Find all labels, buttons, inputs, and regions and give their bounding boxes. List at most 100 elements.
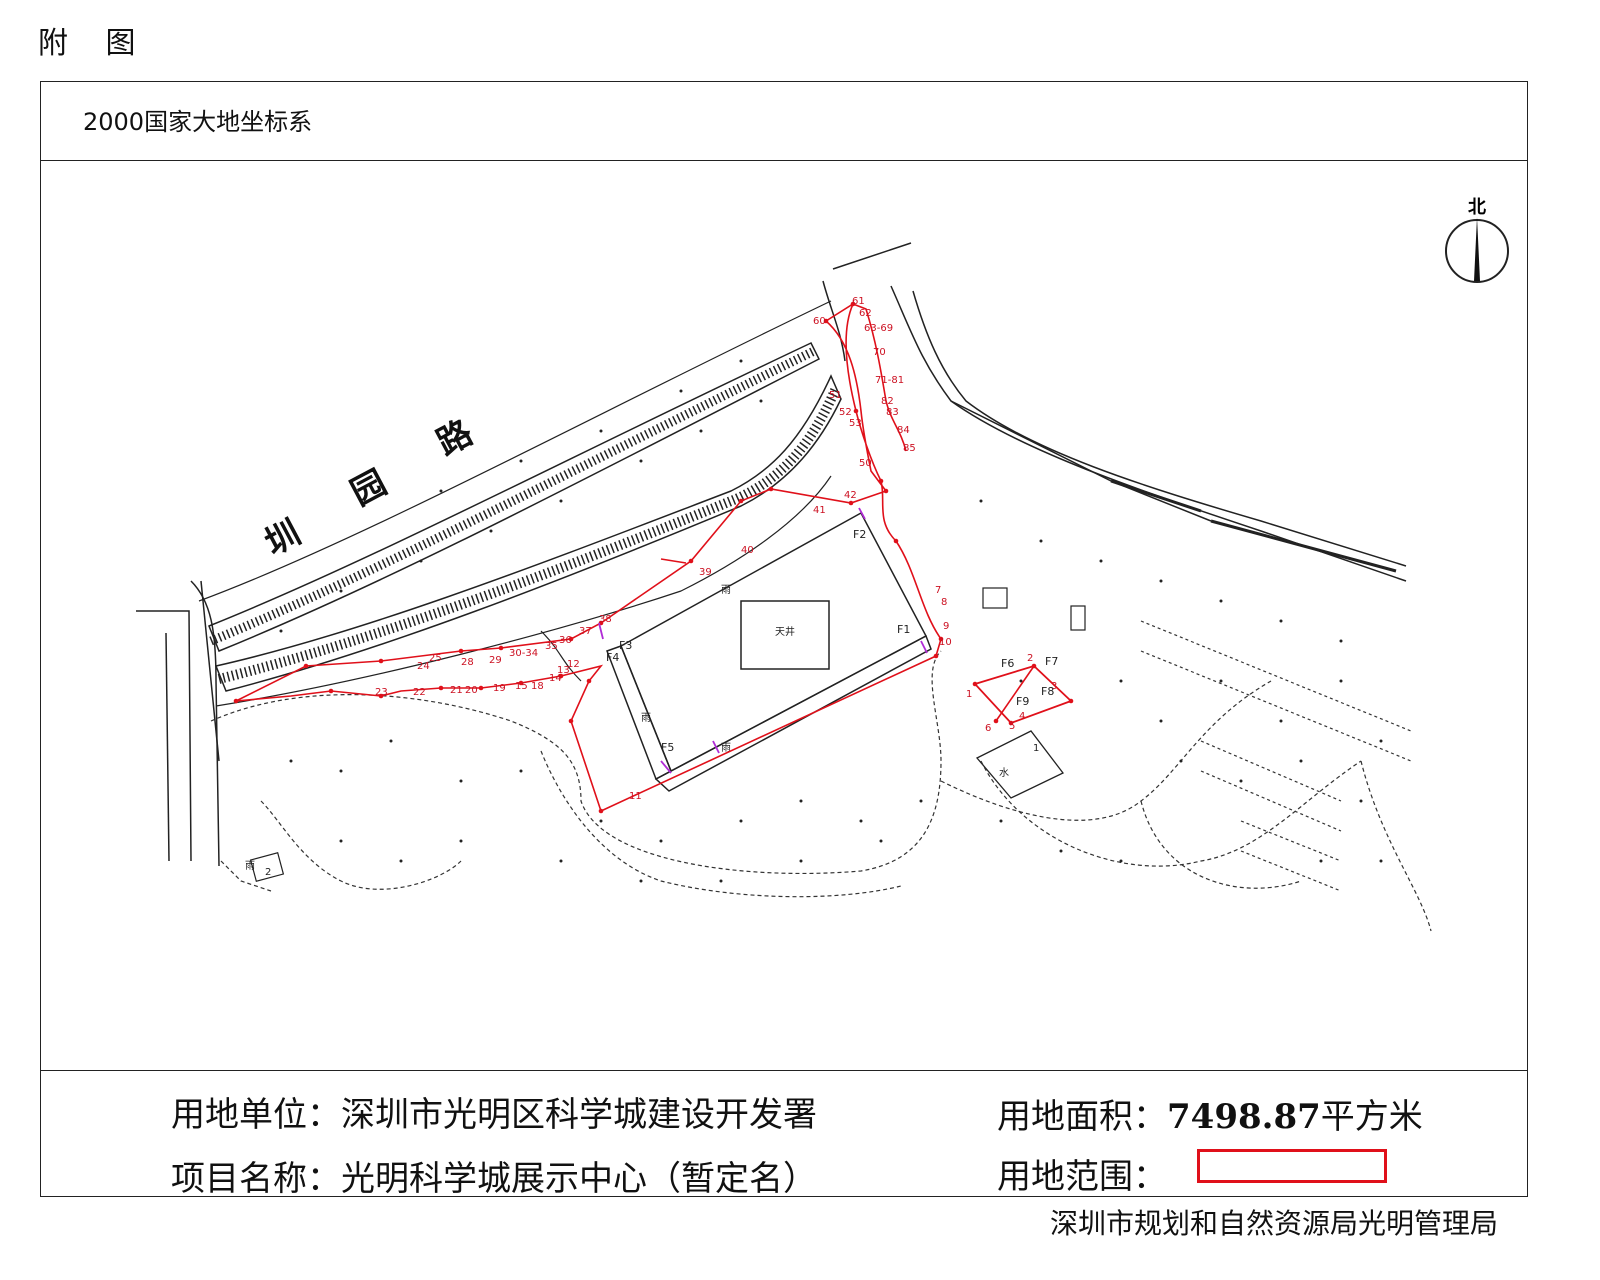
svg-text:50: 50 — [859, 458, 872, 469]
svg-text:39: 39 — [699, 567, 712, 578]
svg-text:3: 3 — [1051, 681, 1057, 692]
svg-text:2: 2 — [1027, 653, 1033, 664]
svg-text:水: 水 — [999, 767, 1009, 779]
svg-text:24: 24 — [417, 661, 430, 672]
svg-text:F9: F9 — [1016, 695, 1029, 708]
tree-symbols — [279, 359, 1383, 883]
svg-text:53: 53 — [849, 418, 862, 429]
svg-text:41: 41 — [813, 505, 826, 516]
svg-text:70: 70 — [873, 347, 886, 358]
svg-text:37: 37 — [579, 626, 592, 637]
svg-text:61: 61 — [852, 296, 865, 307]
svg-text:85: 85 — [903, 443, 916, 454]
svg-text:10: 10 — [939, 637, 952, 648]
project-name-label: 项目名称：光明科学城展示中心（暂定名） — [171, 1159, 817, 1199]
svg-text:6: 6 — [985, 723, 991, 734]
svg-text:F5: F5 — [661, 741, 674, 754]
svg-text:20: 20 — [465, 685, 478, 696]
site-plan-map: 北 — [136, 197, 1509, 932]
coordinate-system-row: 2000国家大地坐标系 — [41, 82, 1527, 161]
land-range-label: 用地范围： — [997, 1157, 1167, 1197]
svg-text:63-69: 63-69 — [864, 323, 893, 334]
svg-text:38: 38 — [599, 614, 612, 625]
issuing-authority: 深圳市规划和自然资源局光明管理局 — [1049, 1207, 1498, 1240]
coordinate-system-label: 2000国家大地坐标系 — [83, 108, 313, 136]
south-paths — [210, 650, 1432, 932]
boundary-legend-swatch — [1197, 1149, 1387, 1183]
svg-text:15: 15 — [515, 681, 528, 692]
svg-text:路: 路 — [430, 412, 480, 464]
svg-text:25: 25 — [429, 653, 442, 664]
svg-text:天井: 天井 — [775, 625, 795, 638]
land-area-unit: 平方米 — [1320, 1097, 1423, 1137]
svg-text:雨: 雨 — [641, 713, 651, 724]
highway-lines — [822, 242, 1407, 582]
svg-text:14: 14 — [549, 673, 562, 684]
svg-text:62: 62 — [859, 308, 872, 319]
svg-text:7: 7 — [935, 585, 941, 596]
svg-text:42: 42 — [844, 490, 857, 501]
svg-text:51: 51 — [829, 390, 842, 401]
road-ramp-upper — [208, 342, 821, 652]
north-label: 北 — [1468, 197, 1486, 218]
svg-text:18: 18 — [531, 681, 544, 692]
svg-text:1: 1 — [1033, 743, 1039, 754]
svg-text:71-81: 71-81 — [875, 375, 904, 386]
svg-text:4: 4 — [1019, 711, 1025, 722]
west-road — [136, 580, 220, 867]
boundary-point-labels: 60 61 62 63-69 70 71-81 82 83 84 85 51 5… — [375, 296, 1057, 802]
svg-text:21: 21 — [450, 685, 463, 696]
parking-area — [1140, 620, 1412, 892]
svg-text:84: 84 — [897, 425, 910, 436]
map-area: 北 — [41, 161, 1527, 1071]
building-edge-markers — [598, 507, 928, 774]
boundary-vertices — [233, 301, 1074, 814]
land-area-value: 7498.87 — [1167, 1097, 1321, 1137]
svg-text:30-34: 30-34 — [509, 648, 538, 659]
east-building: 水 1 — [975, 730, 1065, 799]
svg-text:23: 23 — [375, 687, 388, 698]
svg-text:40: 40 — [741, 545, 754, 556]
svg-text:2: 2 — [265, 867, 271, 878]
svg-text:9: 9 — [943, 621, 949, 632]
svg-text:82: 82 — [881, 396, 894, 407]
svg-text:11: 11 — [629, 791, 642, 802]
land-user-label: 用地单位：深圳市光明区科学城建设开发署 — [171, 1095, 817, 1135]
skylight-court — [740, 600, 830, 670]
svg-text:28: 28 — [461, 657, 474, 668]
svg-text:12: 12 — [567, 659, 580, 670]
small-structures: 雨 2 — [245, 587, 1086, 882]
svg-text:5: 5 — [1009, 721, 1015, 732]
road-edges — [198, 300, 832, 707]
svg-text:雨: 雨 — [721, 743, 731, 754]
road-name: 圳 园 路 — [258, 412, 480, 564]
svg-text:雨: 雨 — [245, 861, 255, 872]
svg-text:F7: F7 — [1045, 655, 1058, 668]
svg-text:60: 60 — [813, 316, 826, 327]
svg-text:园: 园 — [344, 463, 393, 514]
land-area-label: 用地面积：7498.87平方米 — [997, 1089, 1423, 1138]
site-boundary — [235, 301, 1073, 813]
svg-text:F4: F4 — [606, 651, 619, 664]
svg-text:19: 19 — [493, 683, 506, 694]
svg-text:F1: F1 — [897, 623, 910, 636]
svg-text:圳: 圳 — [258, 513, 307, 564]
svg-text:36: 36 — [559, 635, 572, 646]
svg-text:29: 29 — [489, 655, 502, 666]
svg-text:22: 22 — [413, 687, 426, 698]
svg-text:8: 8 — [941, 597, 947, 608]
svg-text:F3: F3 — [619, 639, 632, 652]
map-frame: 2000国家大地坐标系 北 — [40, 81, 1528, 1199]
svg-text:雨: 雨 — [721, 585, 731, 596]
info-panel: 用地单位：深圳市光明区科学城建设开发署 项目名称：光明科学城展示中心（暂定名） … — [41, 1071, 1527, 1199]
svg-text:F2: F2 — [853, 528, 866, 541]
north-arrow-icon: 北 — [1445, 197, 1509, 283]
svg-text:1: 1 — [966, 689, 972, 700]
road-ramp-lower — [214, 374, 842, 692]
main-building: 天井 雨 雨 雨 — [606, 511, 932, 792]
svg-text:52: 52 — [839, 407, 852, 418]
svg-text:F6: F6 — [1001, 657, 1014, 670]
svg-text:83: 83 — [886, 407, 899, 418]
page-heading: 附 图 — [38, 26, 150, 61]
building-labels: F1 F2 F3 F4 F5 F6 F7 F8 F9 — [606, 528, 1058, 754]
